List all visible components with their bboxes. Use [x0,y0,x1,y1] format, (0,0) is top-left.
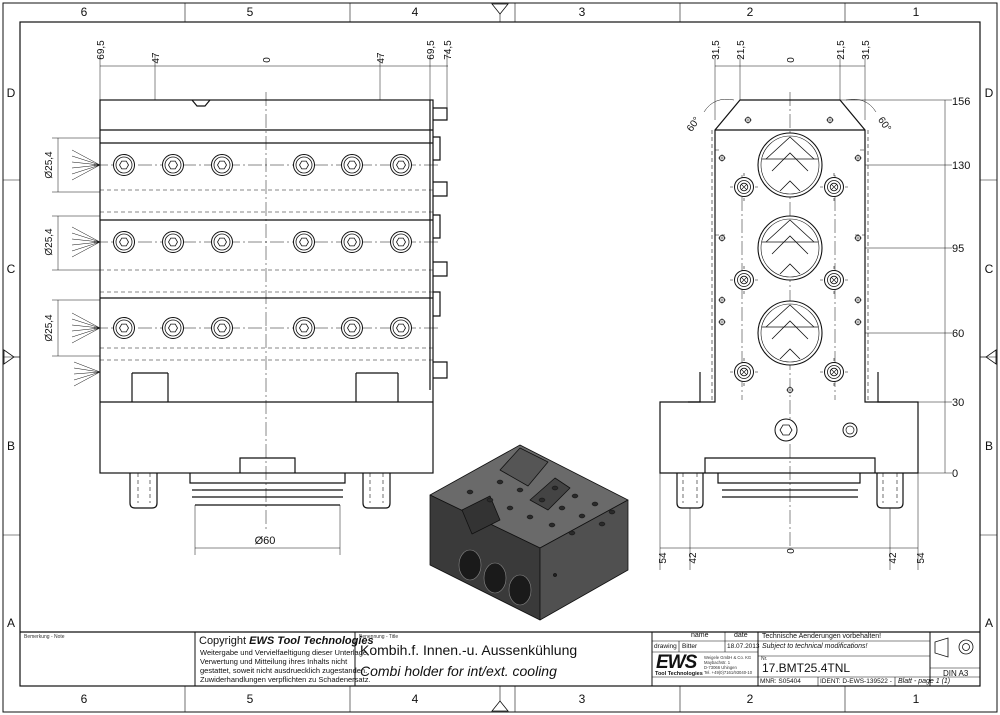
mnr-number: MNR: S05404 [760,678,801,685]
address-line: Weigele GmbH & Co. KG [704,655,752,660]
paper-format: DIN A3 [943,669,969,678]
zone-label: 4 [412,692,419,706]
dimension-label: 0 [262,57,273,63]
zone-label: 2 [747,5,754,19]
address-line: Maybachstr. 1 [704,660,731,665]
dimension-label: 54 [916,552,927,564]
zone-label: D [985,86,994,100]
zone-label: C [985,262,994,276]
column-name: name [691,632,709,639]
title-block-lines [20,631,980,686]
notice-german: Technische Aenderungen vorbehalten! [762,633,882,640]
zone-label: 3 [579,5,586,19]
title-english: Combi holder for int/ext. cooling [360,663,557,679]
front-view: 69,5 47 0 47 69,5 74,5 Ø25,4 Ø25,4 Ø25,4… [44,40,454,555]
angle-label: 60° [685,115,703,134]
zone-label: 3 [579,692,586,706]
dimension-label: 47 [376,52,387,64]
drawing-author: Bitter [682,643,698,650]
zone-label: A [7,616,15,630]
zone-label: A [985,616,993,630]
height-label: 156 [952,96,970,108]
diameter-label: Ø25,4 [44,314,55,342]
drawing-label: drawing [654,643,677,650]
diameter-label: Ø25,4 [44,151,55,179]
dimension-label: 47 [151,52,162,64]
copyright-line: Zuwiderhandlungen verpflichten zu Schade… [200,675,371,684]
dimension-label: 69,5 [96,40,107,60]
zone-label: 4 [412,5,419,19]
zone-label: 6 [81,5,88,19]
dimension-label: 69,5 [426,40,437,60]
angle-label: 60° [875,115,893,134]
copyright-brand: EWS Tool Technologies [249,635,374,647]
dimension-label: 54 [658,552,669,564]
zone-labels-right: D C B A [985,86,994,630]
copyright-heading: Copyright EWS Tool Technologies [199,635,374,647]
dimension-label: 74,5 [443,40,454,60]
sheet-number: Blatt - page 1 (1) [898,678,951,685]
zone-label: D [7,86,16,100]
socket-holes [113,154,412,339]
note-label: Bemerkung - Note [24,634,65,640]
title-german: Kombih.f. Innen.-u. Aussenkühlung [360,642,578,658]
zone-label: B [7,439,15,453]
dimension-label: 0 [786,548,797,554]
zone-label: B [985,439,993,453]
zone-label: 5 [247,692,254,706]
dimension-label: 21,5 [736,40,747,60]
height-label: 130 [952,160,970,172]
dimension-label: 0 [786,57,797,63]
copyright-line: Verwertung und Mitteilung ihres Inhalts … [200,657,348,666]
title-label: Benennung - Title [359,634,399,640]
ews-logo-subtitle: Tool Technologies [655,671,703,677]
copyright-prefix: Copyright [199,635,250,647]
zone-labels-top: 6 5 4 3 2 1 [81,5,920,19]
height-label: 30 [952,397,964,409]
ident-number: IDENT: D-EWS-139522 - [820,678,892,685]
zone-labels-bottom: 6 5 4 3 2 1 [81,692,920,706]
side-view: 31,5 21,5 0 21,5 31,5 60° 60° 156 130 95… [658,40,970,570]
copyright-text: Weitergabe und Vervielfaeltigung dieser … [200,648,371,684]
dimension-label: 42 [888,552,899,564]
dimension-label: 42 [688,552,699,564]
diameter-label: Ø25,4 [44,228,55,256]
ews-logo: EWS [656,652,697,673]
zone-label: 1 [913,5,920,19]
dimension-label: 21,5 [836,40,847,60]
company-address: Weigele GmbH & Co. KG Maybachstr. 1 D-73… [704,655,752,675]
zone-labels-left: D C B A [7,86,16,630]
dimension-label: 31,5 [861,40,872,60]
notice-english: Subject to technical modifications! [762,643,868,650]
address-line: Tel. +49(0)7161/93040-10 [704,670,753,675]
height-label: 95 [952,243,964,255]
isometric-view [429,444,629,621]
number-label: Nr. [761,656,768,662]
zone-label: C [7,262,16,276]
part-number: 17.BMT25.4TNL [762,661,851,675]
height-label: 60 [952,328,964,340]
zone-label: 1 [913,692,920,706]
zone-label: 2 [747,692,754,706]
column-date: date [734,632,748,639]
zone-label: 5 [247,5,254,19]
diameter-label: Ø60 [255,535,276,547]
zone-label: 6 [81,692,88,706]
drawing-date: 18.07.2013 [727,643,760,650]
copyright-line: gestattet, soweit nicht ausdruecklich zu… [200,666,368,675]
height-label: 0 [952,468,958,480]
dimension-label: 31,5 [711,40,722,60]
copyright-line: Weitergabe und Vervielfaeltigung dieser … [200,648,370,657]
address-line: D-73066 Uhingen [704,665,737,670]
